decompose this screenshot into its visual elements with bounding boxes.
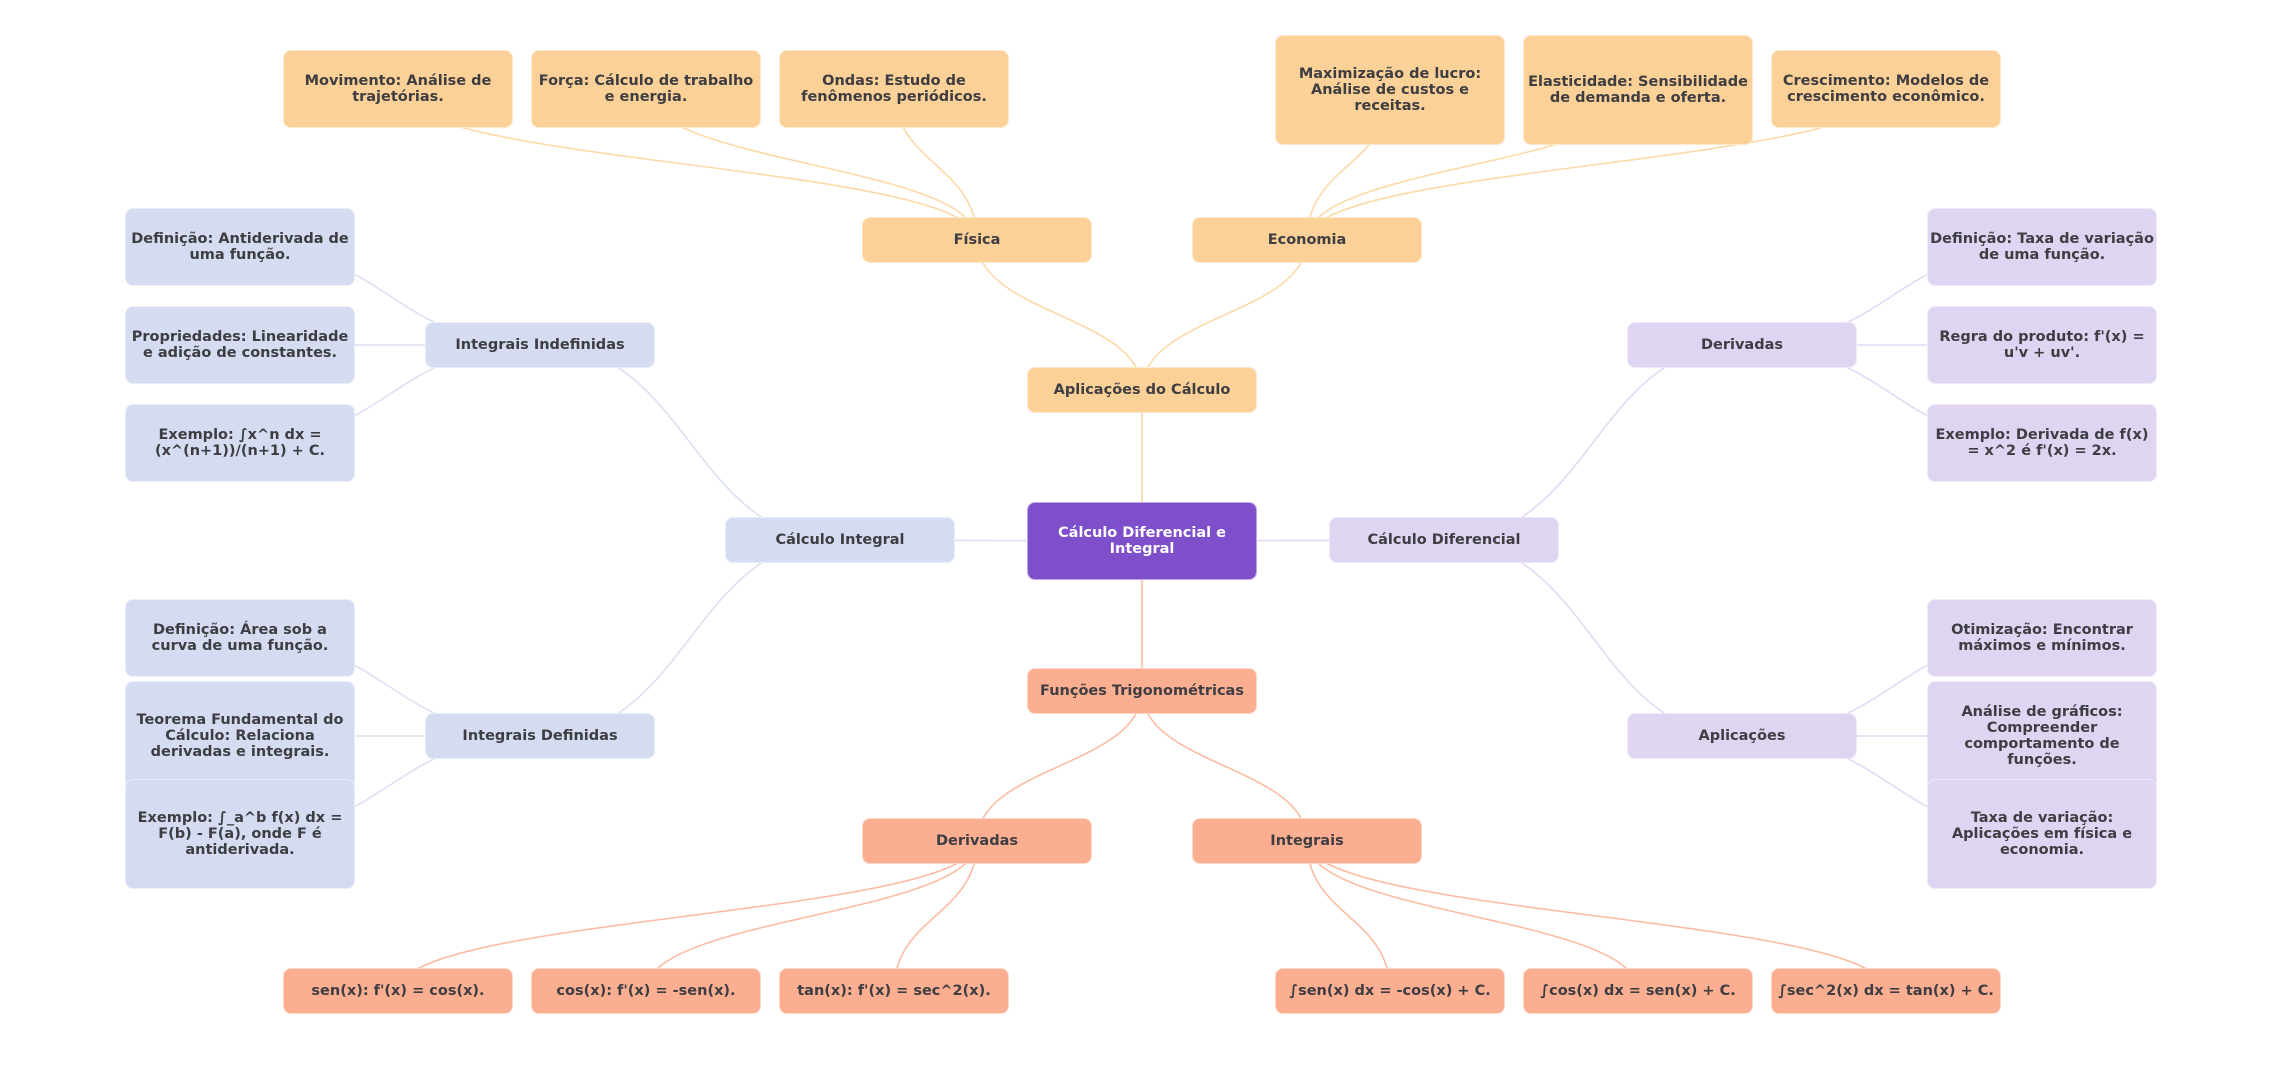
- leaf-label: cos(x): f'(x) = -sen(x).: [556, 983, 736, 999]
- leaf-integral-sec2[interactable]: ∫sec^2(x) dx = tan(x) + C.: [1771, 968, 2001, 1014]
- leaf-movimento[interactable]: Movimento: Análise de trajetórias.: [283, 50, 513, 128]
- leaf-label: Exemplo: ∫x^n dx = (x^(n+1))/(n+1) + C.: [154, 427, 326, 459]
- leaf-label: ∫sec^2(x) dx = tan(x) + C.: [1778, 983, 1994, 999]
- node-label: Física: [953, 232, 1001, 248]
- leaf-label: Crescimento: Modelos de crescimento econ…: [1782, 73, 1990, 105]
- node-economia[interactable]: Economia: [1192, 217, 1422, 263]
- node-calculo-diferencial[interactable]: Cálculo Diferencial: [1329, 517, 1559, 563]
- leaf-integral-cos[interactable]: ∫cos(x) dx = sen(x) + C.: [1523, 968, 1753, 1014]
- leaf-derivada-sen[interactable]: sen(x): f'(x) = cos(x).: [283, 968, 513, 1014]
- leaf-teorema-fundamental[interactable]: Teorema Fundamental do Cálculo: Relacion…: [125, 681, 355, 791]
- root-label: Cálculo Diferencial e Integral: [1058, 525, 1226, 557]
- node-aplicacoes[interactable]: Aplicações: [1627, 713, 1857, 759]
- leaf-label: Regra do produto: f'(x) = u'v + uv'.: [1939, 329, 2145, 361]
- leaf-label: Taxa de variação: Aplicações em física e…: [1951, 810, 2133, 858]
- node-label: Integrais: [1270, 833, 1344, 849]
- leaf-label: Otimização: Encontrar máximos e mínimos.: [1951, 622, 2133, 654]
- leaf-derivada-cos[interactable]: cos(x): f'(x) = -sen(x).: [531, 968, 761, 1014]
- leaf-maximizacao-de-lucro[interactable]: Maximização de lucro: Análise de custos …: [1275, 35, 1505, 145]
- leaf-label: Exemplo: ∫_a^b f(x) dx = F(b) - F(a), on…: [137, 810, 343, 858]
- leaf-label: Definição: Antiderivada de uma função.: [131, 231, 349, 263]
- leaf-label: Teorema Fundamental do Cálculo: Relacion…: [136, 712, 344, 760]
- connector-n-tinteg-n-ti-1: [1306, 840, 1639, 992]
- connector-n-integral-n-def: [539, 539, 841, 737]
- connector-n-aplic-n-economia: [1141, 239, 1308, 391]
- node-aplicacoes-do-calculo[interactable]: Aplicações do Cálculo: [1027, 367, 1257, 413]
- leaf-label: Movimento: Análise de trajetórias.: [304, 73, 492, 105]
- leaf-regra-do-produto[interactable]: Regra do produto: f'(x) = u'v + uv'.: [1927, 306, 2157, 384]
- leaf-integral-sen[interactable]: ∫sen(x) dx = -cos(x) + C.: [1275, 968, 1505, 1014]
- connector-n-tderiv-n-td-2: [893, 840, 978, 992]
- leaf-exemplo-integral-definida[interactable]: Exemplo: ∫_a^b f(x) dx = F(b) - F(a), on…: [125, 779, 355, 889]
- root-node[interactable]: Cálculo Diferencial e Integral: [1027, 502, 1257, 580]
- leaf-label: Definição: Área sob a curva de uma funçã…: [151, 622, 329, 654]
- leaf-label: Força: Cálculo de trabalho e energia.: [538, 73, 754, 105]
- node-calculo-integral[interactable]: Cálculo Integral: [725, 517, 955, 563]
- node-label: Integrais Definidas: [462, 728, 618, 744]
- leaf-label: Maximização de lucro: Análise de custos …: [1298, 66, 1482, 114]
- node-integrais-trig[interactable]: Integrais: [1192, 818, 1422, 864]
- node-label: Derivadas: [1700, 337, 1784, 353]
- leaf-definicao-taxa[interactable]: Definição: Taxa de variação de uma funçã…: [1927, 208, 2157, 286]
- leaf-label: ∫cos(x) dx = sen(x) + C.: [1540, 983, 1736, 999]
- connector-n-tinteg-n-ti-2: [1306, 840, 1887, 992]
- node-label: Cálculo Integral: [775, 532, 905, 548]
- node-label: Economia: [1267, 232, 1347, 248]
- node-label: Aplicações do Cálculo: [1053, 382, 1231, 398]
- connector-n-trig-n-tinteg: [1141, 690, 1308, 842]
- leaf-label: sen(x): f'(x) = cos(x).: [311, 983, 485, 999]
- leaf-definicao-antiderivada[interactable]: Definição: Antiderivada de uma função.: [125, 208, 355, 286]
- leaf-ondas[interactable]: Ondas: Estudo de fenômenos periódicos.: [779, 50, 1009, 128]
- leaf-elasticidade[interactable]: Elasticidade: Sensibilidade de demanda e…: [1523, 35, 1753, 145]
- node-fisica[interactable]: Física: [862, 217, 1092, 263]
- leaf-exemplo-derivada[interactable]: Exemplo: Derivada de f(x) = x^2 é f'(x) …: [1927, 404, 2157, 482]
- connector-n-aplic-n-fisica: [976, 239, 1143, 391]
- leaf-label: tan(x): f'(x) = sec^2(x).: [797, 983, 991, 999]
- node-integrais-indefinidas[interactable]: Integrais Indefinidas: [425, 322, 655, 368]
- leaf-label: Exemplo: Derivada de f(x) = x^2 é f'(x) …: [1935, 427, 2149, 459]
- node-label: Aplicações: [1698, 728, 1786, 744]
- connector-n-diferencial-n-aplicd: [1443, 539, 1743, 737]
- leaf-crescimento[interactable]: Crescimento: Modelos de crescimento econ…: [1771, 50, 2001, 128]
- connector-n-tinteg-n-ti-0: [1306, 840, 1391, 992]
- leaf-label: Propriedades: Linearidade e adição de co…: [131, 329, 349, 361]
- node-label: Funções Trigonométricas: [1040, 683, 1244, 699]
- leaf-exemplo-integral-indefinida[interactable]: Exemplo: ∫x^n dx = (x^(n+1))/(n+1) + C.: [125, 404, 355, 482]
- connector-n-tderiv-n-td-1: [645, 840, 978, 992]
- connector-n-tderiv-n-td-0: [397, 840, 978, 992]
- node-label: Integrais Indefinidas: [455, 337, 625, 353]
- leaf-label: Elasticidade: Sensibilidade de demanda e…: [1528, 74, 1748, 106]
- connector-n-diferencial-n-deriv: [1443, 344, 1743, 541]
- connector-n-trig-n-tderiv: [976, 690, 1143, 842]
- leaf-taxa-de-variacao[interactable]: Taxa de variação: Aplicações em física e…: [1927, 779, 2157, 889]
- node-label: Derivadas: [935, 833, 1019, 849]
- leaf-derivada-tan[interactable]: tan(x): f'(x) = sec^2(x).: [779, 968, 1009, 1014]
- node-derivadas-trig[interactable]: Derivadas: [862, 818, 1092, 864]
- leaf-label: Ondas: Estudo de fenômenos periódicos.: [801, 73, 987, 105]
- leaf-forca[interactable]: Força: Cálculo de trabalho e energia.: [531, 50, 761, 128]
- node-derivadas[interactable]: Derivadas: [1627, 322, 1857, 368]
- leaf-label: Definição: Taxa de variação de uma funçã…: [1930, 231, 2154, 263]
- connector-n-integral-n-indef: [539, 344, 841, 541]
- node-label: Cálculo Diferencial: [1367, 532, 1521, 548]
- leaf-label: ∫sen(x) dx = -cos(x) + C.: [1289, 983, 1491, 999]
- leaf-otimizacao[interactable]: Otimização: Encontrar máximos e mínimos.: [1927, 599, 2157, 677]
- node-funcoes-trigonometricas[interactable]: Funções Trigonométricas: [1027, 668, 1257, 714]
- leaf-label: Análise de gráficos: Compreender comport…: [1961, 704, 2123, 768]
- leaf-definicao-area[interactable]: Definição: Área sob a curva de uma funçã…: [125, 599, 355, 677]
- leaf-analise-de-graficos[interactable]: Análise de gráficos: Compreender comport…: [1927, 681, 2157, 791]
- leaf-propriedades[interactable]: Propriedades: Linearidade e adição de co…: [125, 306, 355, 384]
- node-integrais-definidas[interactable]: Integrais Definidas: [425, 713, 655, 759]
